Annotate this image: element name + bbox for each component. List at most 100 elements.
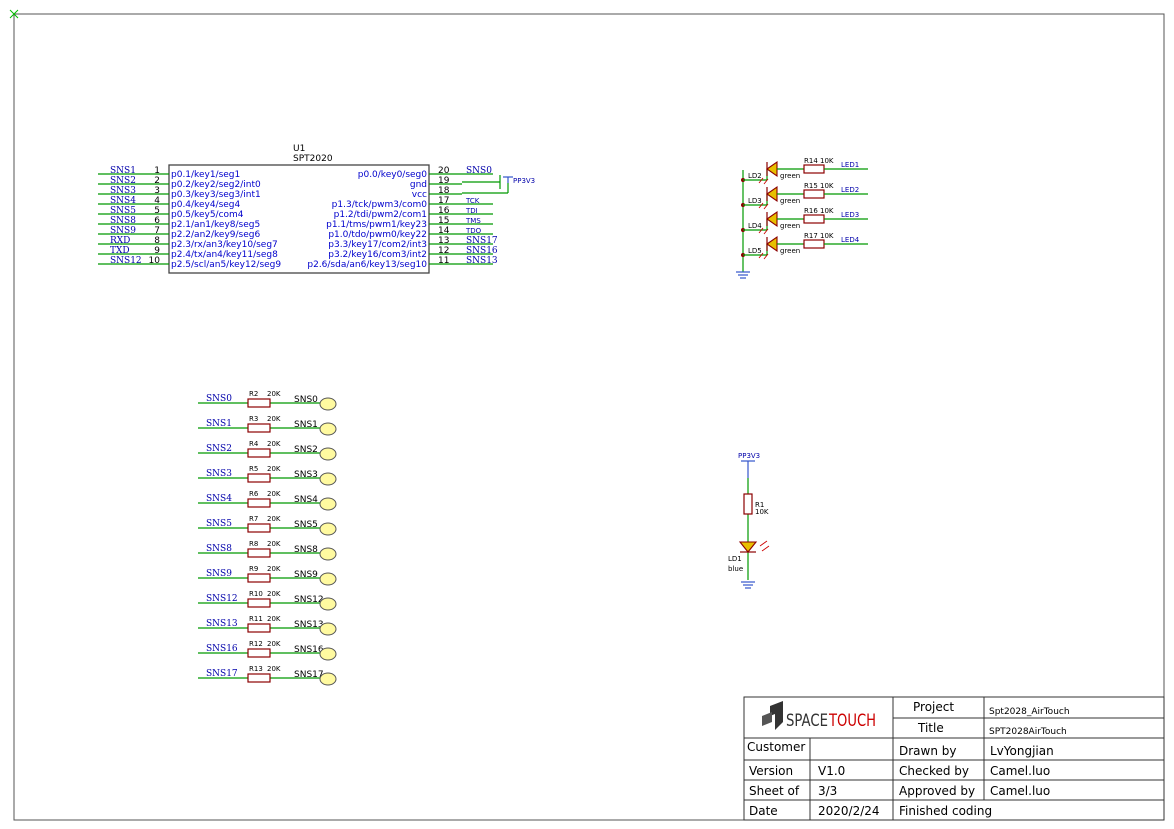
ic-right-pin-name: gnd [410,180,427,190]
led-resistor[interactable] [803,214,825,224]
pad-resistor[interactable] [247,623,271,633]
pad-resistor[interactable] [247,548,271,558]
touch-pad-icon[interactable] [319,672,337,686]
pad-resistor-ref: R11 [249,615,263,623]
ic-left-pin-name: p2.1/an1/key8/seg5 [171,220,260,230]
touch-pad-icon[interactable] [319,497,337,511]
ic-right-pin-name: p3.2/key16/com3/int2 [328,250,427,260]
touch-pad-icon[interactable] [319,647,337,661]
led-resistor-label: R17 10K [804,232,834,240]
led-resistor[interactable] [803,189,825,199]
ic-right-net-label: TMS [465,217,481,225]
pad-label: SNS9 [294,570,318,580]
pad-resistor-value: 20K [267,540,281,548]
ic-left-net-label: TXD [110,246,130,256]
touch-pad-icon[interactable] [319,572,337,586]
pad-resistor[interactable] [247,523,271,533]
ic-right-pin-name: p1.2/tdi/pwm2/com1 [334,210,427,220]
touch-pad-icon[interactable] [319,447,337,461]
pad-resistor-ref: R12 [249,640,263,648]
pad-resistor-value: 20K [267,515,281,523]
title-value: SPT2028AirTouch [989,727,1067,737]
ic-left-pin-name: p2.2/an2/key9/seg6 [171,230,260,240]
pad-net-label: SNS8 [206,544,232,554]
pad-resistor[interactable] [247,648,271,658]
sheet-border [13,13,1165,821]
ic-left-pin-number: 3 [154,186,160,196]
pad-resistor[interactable] [247,473,271,483]
pad-resistor[interactable] [247,498,271,508]
title-label: Title [917,721,944,735]
ic-left-pin-number: 5 [154,206,160,216]
pad-net-label: SNS1 [206,419,232,429]
pad-resistor[interactable] [247,448,271,458]
pad-resistor-ref: R9 [249,565,258,573]
led-color: green [780,172,800,180]
pad-resistor-ref: R4 [249,440,259,448]
pad-resistor[interactable] [247,673,271,683]
led-ld1-color: blue [728,565,743,573]
pad-resistor-ref: R5 [249,465,258,473]
pad-resistor-value: 20K [267,665,281,673]
pad-net-label: SNS0 [206,394,232,404]
led-resistor[interactable] [803,164,825,174]
ic-left-pin-number: 10 [149,256,161,266]
pad-net-label: SNS16 [206,644,238,654]
ground-icon [741,581,755,589]
pad-resistor[interactable] [247,423,271,433]
pad-resistor[interactable] [247,598,271,608]
power-led-supply-label: PP3V3 [738,452,760,460]
ic-right-net-label: TDI [465,207,478,215]
pad-resistor-value: 20K [267,415,281,423]
touch-pad-icon[interactable] [319,622,337,636]
pad-resistor-ref: R7 [249,515,258,523]
approved-by-value: Camel.luo [990,784,1050,798]
led-resistor-label: R15 10K [804,182,834,190]
ic-designator: U1 [293,144,305,154]
ic-body[interactable] [168,164,430,274]
ic-part-name: SPT2020 [293,154,333,164]
resistor-r1[interactable] [743,493,753,515]
touch-pad-icon[interactable] [319,397,337,411]
ic-right-pin-number: 20 [438,166,450,176]
led-resistor[interactable] [803,239,825,249]
led-ld1-icon[interactable] [738,540,770,553]
pad-label: SNS4 [294,495,318,505]
pad-resistor-value: 20K [267,565,281,573]
touch-pad-icon[interactable] [319,422,337,436]
sheet-value: 3/3 [818,784,837,798]
ic-left-pin-name: p0.3/key3/seg3/int1 [171,190,261,200]
touch-pad-icon[interactable] [319,522,337,536]
ic-right-net-label: SNS17 [466,236,498,246]
vcc-symbol-icon [741,460,755,478]
ic-right-pin-number: 15 [438,216,449,226]
pad-resistor-ref: R10 [249,590,263,598]
led-color: green [780,197,800,205]
touch-pad-icon[interactable] [319,472,337,486]
pad-resistor[interactable] [247,398,271,408]
ic-left-pin-number: 1 [154,166,160,176]
pad-resistor-value: 20K [267,390,281,398]
ground-icon [736,271,750,279]
pad-label: SNS13 [294,620,324,630]
finished-coding-label: Finished coding [899,804,992,818]
pad-label: SNS8 [294,545,318,555]
led-ref: LD2 [748,172,762,180]
pad-resistor-ref: R2 [249,390,258,398]
led-color: green [780,247,800,255]
ic-right-pin-name: p3.3/key17/com2/int3 [328,240,427,250]
touch-pad-icon[interactable] [319,547,337,561]
pad-resistor[interactable] [247,573,271,583]
touch-pad-icon[interactable] [319,597,337,611]
ic-right-pin-number: 17 [438,196,449,206]
ic-left-pin-number: 4 [154,196,160,206]
